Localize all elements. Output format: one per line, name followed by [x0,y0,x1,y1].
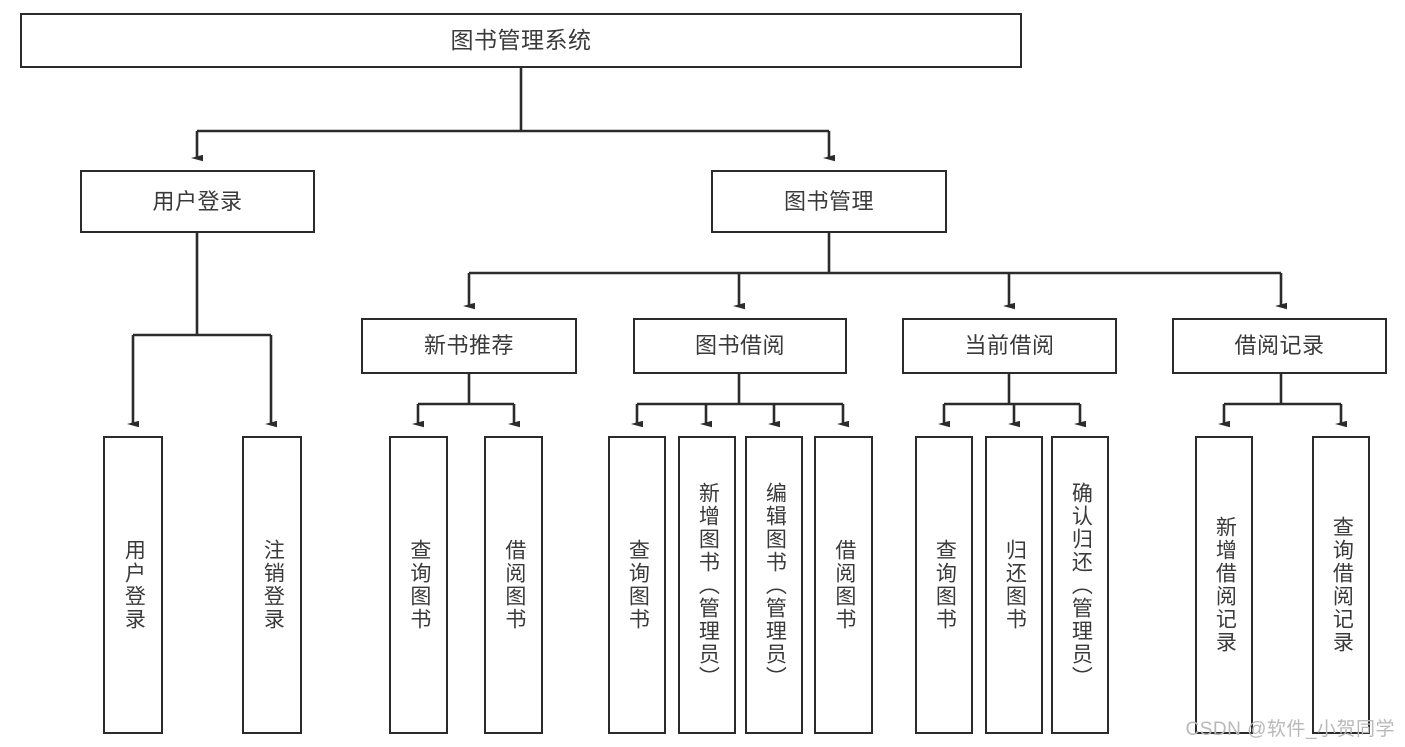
node-label: 确认归还（管理员） [1069,481,1093,689]
leaf-query-borrow-record[interactable]: 查询借阅记录 [1312,436,1370,734]
node-label: 图书借阅 [694,333,785,358]
node-label: 编辑图书（管理员） [763,481,787,689]
node-current-borrowing[interactable]: 当前借阅 [902,318,1117,374]
node-label: 归还图书 [1003,539,1027,631]
leaf-borrow-book-2[interactable]: 借阅图书 [814,436,873,734]
leaf-user-login[interactable]: 用户登录 [103,436,163,734]
node-label: 图书管理系统 [450,27,592,53]
leaf-return-book[interactable]: 归还图书 [985,436,1043,734]
node-label: 查询图书 [933,539,957,631]
node-label: 查询图书 [407,539,431,631]
node-label: 用户登录 [152,188,243,214]
node-book-borrowing[interactable]: 图书借阅 [633,318,847,374]
node-label: 图书管理 [783,188,874,214]
node-borrowing-record[interactable]: 借阅记录 [1172,318,1387,374]
leaf-query-book-3[interactable]: 查询图书 [915,436,973,734]
leaf-query-book-2[interactable]: 查询图书 [608,436,666,734]
node-new-book-recommendation[interactable]: 新书推荐 [361,318,577,374]
node-label: 用户登录 [122,539,146,631]
leaf-logout[interactable]: 注销登录 [242,436,302,734]
leaf-edit-book[interactable]: 编辑图书（管理员） [745,436,803,734]
node-label: 新增图书（管理员） [696,481,720,689]
node-label: 注销登录 [261,539,285,631]
node-user-login[interactable]: 用户登录 [80,170,315,233]
node-label: 借阅图书 [502,539,526,631]
leaf-borrow-book-1[interactable]: 借阅图书 [484,436,543,734]
node-label: 新书推荐 [423,333,514,358]
node-label: 新增借阅记录 [1213,516,1237,654]
node-label: 当前借阅 [964,333,1055,358]
node-label: 查询图书 [626,539,650,631]
node-label: 借阅记录 [1234,333,1325,358]
node-root-system[interactable]: 图书管理系统 [20,13,1022,68]
node-book-management[interactable]: 图书管理 [711,170,947,233]
node-label: 借阅图书 [832,539,856,631]
leaf-query-book-1[interactable]: 查询图书 [389,436,448,734]
leaf-add-book[interactable]: 新增图书（管理员） [678,436,736,734]
node-label: 查询借阅记录 [1330,516,1354,654]
leaf-confirm-return[interactable]: 确认归还（管理员） [1051,436,1109,734]
leaf-add-borrow-record[interactable]: 新增借阅记录 [1195,436,1253,734]
